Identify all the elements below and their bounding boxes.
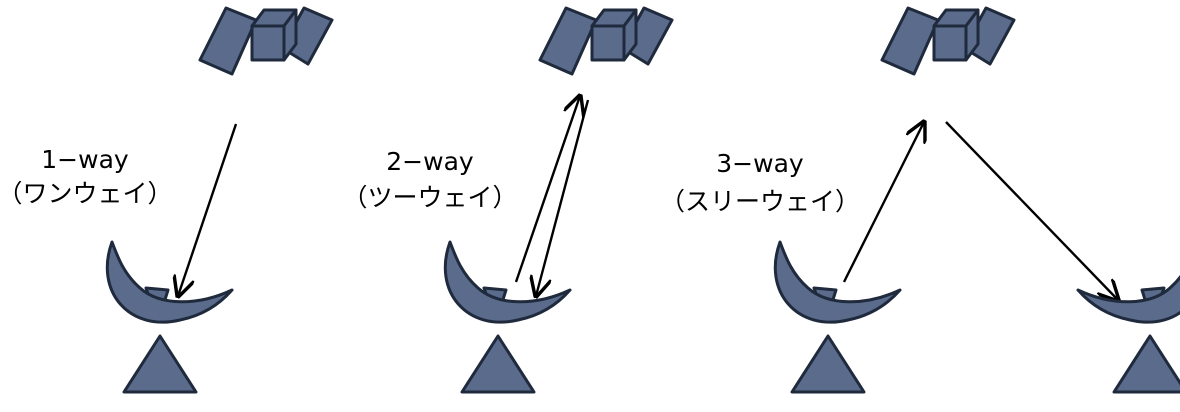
panel-title: 1−way (41, 145, 129, 174)
transmit-station-icon (775, 242, 900, 392)
panel-two-way: 2−way （ツーウェイ） (342, 8, 672, 392)
panel-subtitle: （ツーウェイ） (342, 183, 517, 212)
panel-subtitle: （ワンウェイ） (0, 179, 173, 208)
panel-title: 2−way (386, 147, 474, 176)
downlink-arrow (946, 122, 1118, 300)
receive-station-icon (1078, 242, 1180, 392)
downlink-arrow (178, 124, 236, 296)
panel-one-way: 1−way （ワンウェイ） (0, 8, 332, 392)
panel-title: 3−way (716, 149, 804, 178)
ground-station-icon (445, 242, 570, 392)
panel-subtitle: （スリーウェイ） (660, 187, 860, 216)
satellite-icon (882, 8, 1014, 74)
panel-three-way: 3−way （スリーウェイ） (660, 8, 1180, 392)
satellite-icon (200, 8, 332, 74)
ground-station-icon (107, 242, 232, 392)
satellite-icon (540, 8, 672, 74)
